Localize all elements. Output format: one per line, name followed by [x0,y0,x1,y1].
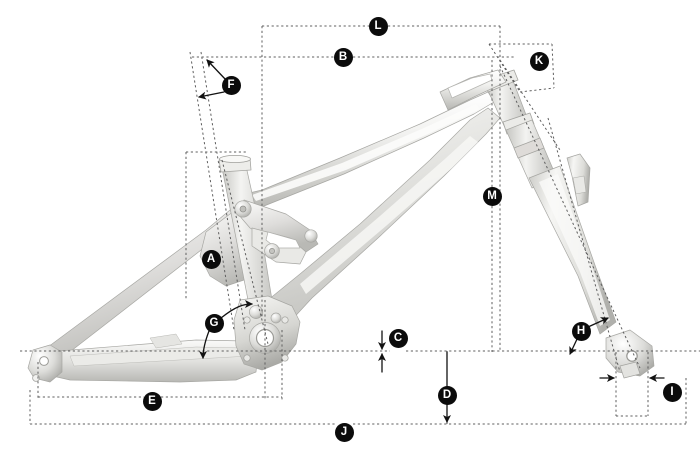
label-badge-H[interactable]: H [571,321,591,341]
fork-lower-leg [528,165,617,335]
front-axle-hole [626,350,638,362]
top-tube [235,91,495,211]
arrow-F-up [206,59,227,81]
shock-mount-pivot [264,243,280,259]
label-badge-G[interactable]: G [204,313,224,333]
label-badge-I[interactable]: I [662,382,682,402]
guide-H-fork-axis [499,65,641,369]
head-tube [485,77,529,131]
fork-steerer [505,119,557,189]
upper-pivot-bolt [239,205,247,213]
upper-headset-cup [482,69,519,93]
bb-bolt-d [281,354,289,362]
fork-dropout [605,329,655,377]
rocker-link-lower [251,227,307,265]
rear-triangle-yoke [199,207,263,287]
label-badge-C[interactable]: C [388,328,408,348]
label-badge-K[interactable]: K [529,51,549,71]
seat-tube-opening [219,154,251,163]
arrow-F-down [198,91,225,100]
chainstay-tube [37,339,259,383]
link-outer-pivot [304,229,318,243]
label-badge-J[interactable]: J [334,422,354,442]
arrow-H-up [587,317,609,328]
label-badge-E[interactable]: E [142,391,162,411]
down-tube [246,107,501,345]
guide-F-seat-axis-2 [200,51,246,331]
top-tube-highlight [252,104,480,201]
fork-leg-highlight [539,174,610,326]
rocker-link-upper [237,199,319,253]
gusset-cutout [447,73,493,99]
lower-link-pivot-b [270,312,282,324]
chainstay-protector [69,346,251,367]
lower-headset-cup [502,112,535,135]
seatstay-tube [39,199,251,363]
fork-dropout-tab [619,361,641,379]
bb-bolt-c [243,354,251,362]
guide-K-right [551,43,555,89]
guide-K-left [488,43,521,93]
fork-brake-arch [566,153,591,207]
chainstay-bridge-detail [149,333,183,349]
upper-pivot [234,200,252,218]
label-badge-B[interactable]: B [333,47,353,67]
rocker-link-cutout [265,231,301,249]
label-badge-F[interactable]: F [221,75,241,95]
rear-dropout [27,344,63,383]
lower-link-pivot [249,305,263,319]
bottom-bracket-bore [255,328,275,348]
shock-mount-bolt [269,248,275,254]
seat-tube [221,165,277,341]
bottom-bracket-shell [249,322,281,354]
guide-K-axis [499,59,561,151]
guide-A-axis [221,159,269,345]
bb-bolt-b [281,316,289,324]
guide-K-bottom [519,87,555,93]
down-tube-highlight [300,136,478,294]
arrow-G-down [199,330,210,359]
rear-brake-mount [32,374,40,382]
head-tube-gusset [439,69,507,111]
bb-bolt-a [243,316,251,324]
label-badge-D[interactable]: D [437,385,457,405]
bb-junction [233,295,301,371]
label-badge-L[interactable]: L [368,16,388,36]
rear-axle-hole [39,356,49,366]
fork-arch-detail [572,175,587,195]
label-badge-M[interactable]: M [482,186,502,206]
seat-collar [218,157,252,173]
arrow-G-up [220,300,253,319]
steerer-band [513,137,545,159]
label-badge-A[interactable]: A [201,249,221,269]
